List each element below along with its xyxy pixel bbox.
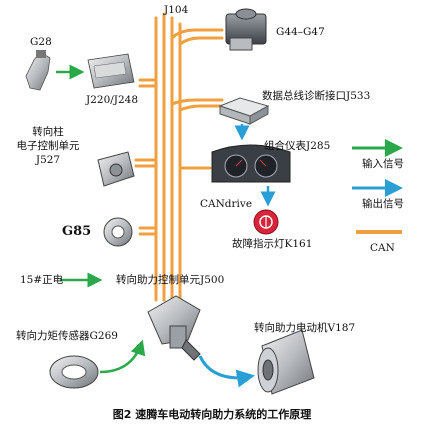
g269-sensor-image	[49, 355, 99, 389]
k161-label: 故障指示灯K161	[232, 238, 313, 250]
legend-input-label: 输入信号	[362, 158, 404, 170]
j527-label-line2: 电子控制单元	[16, 140, 80, 152]
g28-label: G28	[30, 36, 52, 48]
v187-label: 转向助力电动机V187	[254, 322, 356, 334]
v187-output-arrow	[198, 355, 255, 388]
power-label: 15#正电	[20, 274, 64, 286]
j500-control-unit-image	[147, 295, 201, 361]
j527-label-line1: 转向柱	[32, 126, 64, 138]
j527-module-image	[97, 151, 135, 187]
j500-label: 转向助力控制单元J500	[116, 274, 225, 286]
j533-label: 数据总线诊断接口J533	[262, 90, 371, 102]
figure-caption: 图2 速腾车电动转向助力系统的工作原理	[112, 408, 312, 421]
j527-label-line3: J527	[35, 154, 61, 166]
g44-label: G44–G47	[276, 26, 325, 38]
g44-abs-unit-image	[225, 8, 267, 51]
g269-input-arrow	[99, 339, 146, 374]
g28-sensor-image	[25, 50, 51, 91]
j220-label: J220/J248	[86, 94, 139, 106]
g269-label: 转向力矩传感器G269	[16, 330, 118, 342]
j533-gateway-image	[218, 97, 270, 125]
j285-label: 组合仪表J285	[264, 140, 331, 152]
candrive-label: CANdrive	[200, 198, 253, 210]
g85-label: G85	[62, 224, 92, 239]
legend-can-label: CAN	[370, 242, 395, 254]
can-bus-trunk	[134, 12, 224, 302]
k161-warning-light-image	[253, 209, 279, 235]
g85-sensor-image	[103, 217, 133, 247]
j285-cluster-image	[211, 144, 291, 183]
legend-output-label: 输出信号	[362, 198, 404, 210]
v187-motor-image	[257, 329, 315, 395]
j220-ecu-image	[87, 53, 135, 89]
bus-label: J104	[164, 4, 189, 16]
